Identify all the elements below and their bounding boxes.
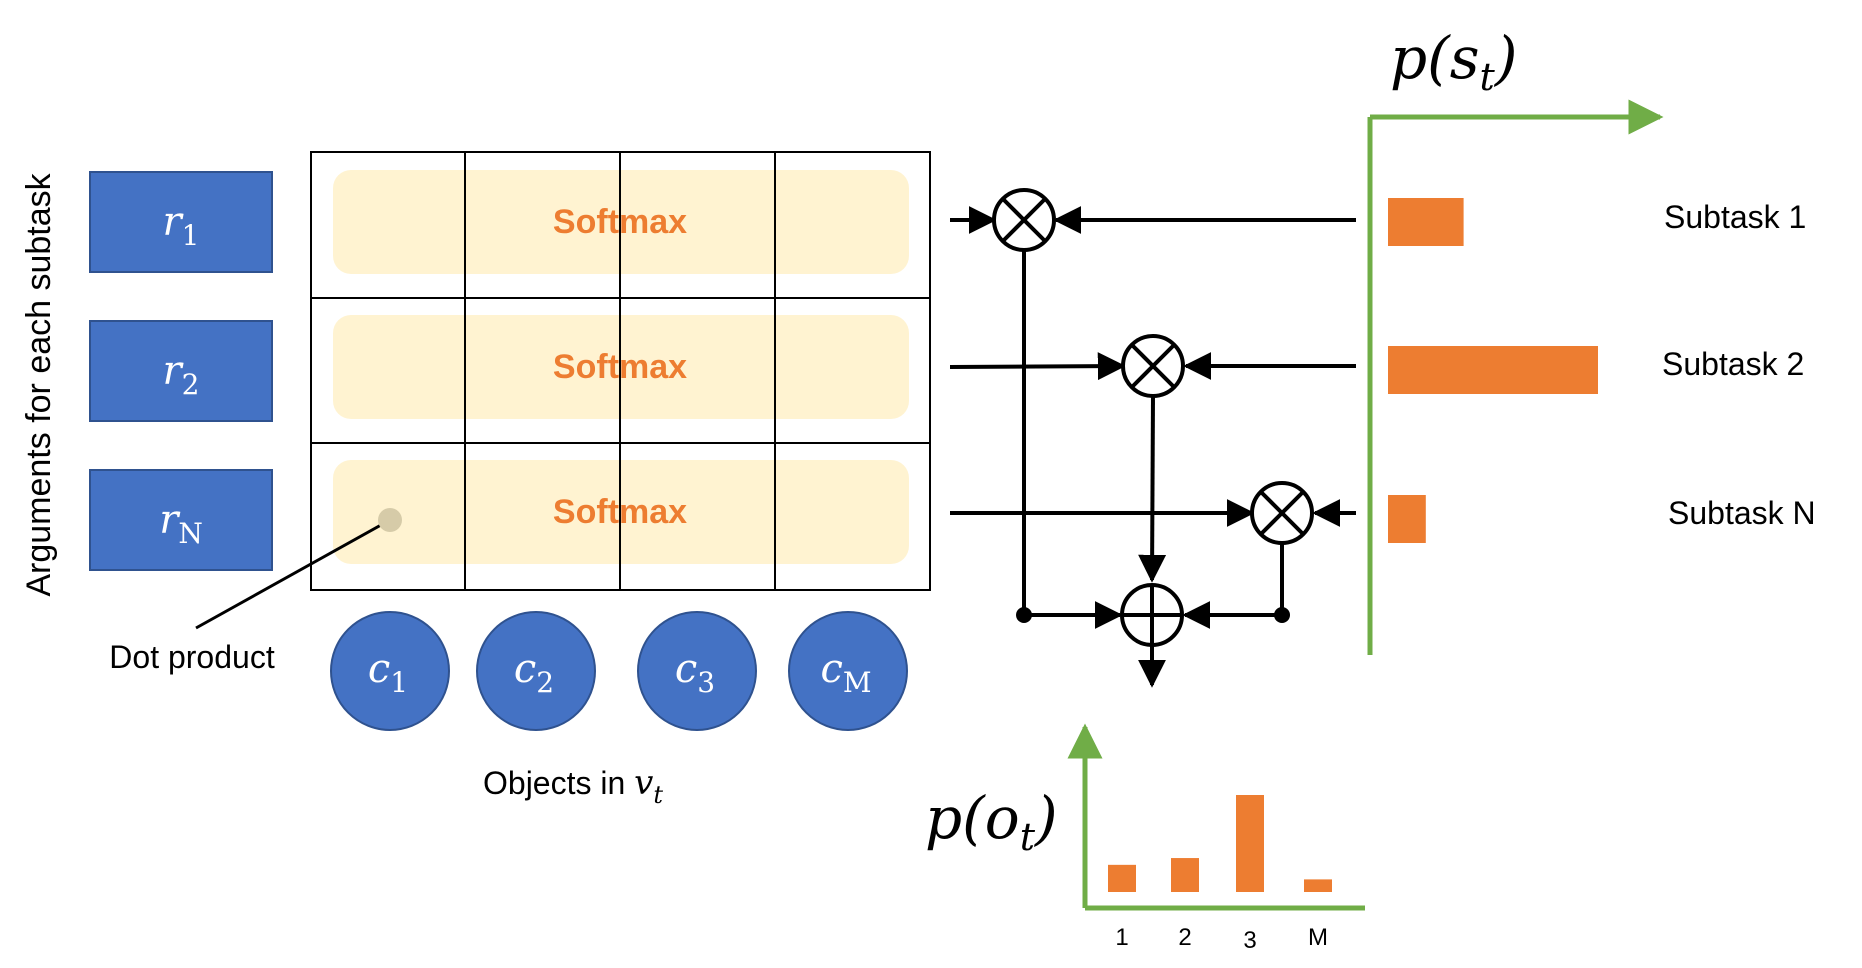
- ps-close: ): [1493, 24, 1518, 92]
- object-base: c: [514, 646, 536, 692]
- po-chart-axes: [1067, 723, 1365, 911]
- po-label: p(ot): [925, 784, 1058, 859]
- left-axis-label: Arguments for each subtask: [20, 172, 58, 596]
- po-sub: t: [1020, 815, 1036, 859]
- arg-base: r: [159, 497, 181, 543]
- object-base: c: [368, 646, 390, 692]
- svg-text:c1: c1: [368, 646, 408, 699]
- arg-box-1: r1: [89, 171, 273, 273]
- svg-text:rN: rN: [159, 497, 203, 550]
- objects-caption: Objects in vt: [483, 763, 663, 809]
- object-sub: 2: [536, 666, 554, 699]
- object-circle-m: cM: [788, 611, 908, 731]
- dot-product-pointer: [195, 518, 391, 630]
- softmax-label-2: Softmax: [553, 348, 687, 386]
- score-grid: [310, 151, 931, 591]
- object-sub: M: [843, 666, 872, 699]
- multiply-node-2: [1121, 334, 1185, 398]
- subtask-label-1: Subtask 1: [1664, 199, 1806, 235]
- multiply-node-n: [1250, 481, 1314, 545]
- ps-sub: t: [1480, 55, 1496, 99]
- svg-text:r1: r1: [163, 199, 200, 252]
- object-sub: 1: [390, 666, 408, 699]
- objects-caption-var: v: [634, 763, 653, 803]
- junction-dot-right: [1274, 607, 1290, 623]
- arg-sub: N: [178, 517, 203, 550]
- dot-product-label: Dot product: [109, 639, 275, 675]
- subtask-label-2: Subtask 2: [1662, 346, 1804, 382]
- dot-product-marker: [378, 508, 402, 532]
- po-tick-label-1: 1: [1115, 924, 1128, 951]
- object-circle-1: c1: [330, 611, 450, 731]
- arg-sub: 2: [182, 368, 200, 401]
- po-tick-label-3: 3: [1243, 927, 1256, 954]
- object-base: c: [675, 646, 697, 692]
- object-sub: 3: [697, 666, 715, 699]
- po-close: ): [1033, 784, 1058, 852]
- po-var: o: [985, 784, 1020, 852]
- arg-box-2: r2: [89, 320, 273, 422]
- svg-text:cM: cM: [820, 646, 871, 699]
- circuit: [949, 206, 1356, 688]
- ps-chart-axes: [1367, 99, 1664, 655]
- ps-bar-1: [1388, 198, 1464, 246]
- ps-bar-2: [1388, 346, 1598, 394]
- ps-bar-3: [1388, 495, 1426, 543]
- objects-caption-sub: t: [653, 781, 663, 809]
- objects-caption-text: Objects in: [483, 765, 634, 801]
- ps-label: p(st): [1390, 24, 1517, 99]
- po-bar-4: [1304, 879, 1332, 892]
- po-bar-3: [1236, 795, 1264, 892]
- svg-text:c2: c2: [514, 646, 554, 699]
- ps-var: s: [1450, 24, 1480, 92]
- po-bar-1: [1108, 864, 1136, 892]
- po-tick-label-2: 2: [1178, 924, 1191, 951]
- po-bar-2: [1171, 858, 1199, 892]
- arg-sub: 1: [182, 219, 200, 252]
- arg-base: r: [163, 348, 185, 394]
- po-chart-ticks: 1 2 3 M: [1115, 924, 1328, 954]
- arg-base: r: [163, 199, 185, 245]
- multiply-node-1: [992, 188, 1056, 252]
- arg-box-n: rN: [89, 469, 273, 571]
- svg-text:c3: c3: [675, 646, 715, 699]
- po-tick-label-4: M: [1308, 924, 1328, 951]
- ps-fn: p(: [1390, 24, 1451, 92]
- subtask-label-n: Subtask N: [1668, 495, 1816, 531]
- junction-dot-left: [1016, 607, 1032, 623]
- object-circle-2: c2: [476, 611, 596, 731]
- po-fn: p(: [925, 784, 986, 852]
- softmax-label-1: Softmax: [553, 203, 687, 241]
- ps-chart-bars: [1388, 198, 1598, 543]
- object-base: c: [820, 646, 842, 692]
- softmax-label-n: Softmax: [553, 493, 687, 531]
- svg-text:r2: r2: [163, 348, 200, 401]
- po-chart-bars: [1108, 795, 1332, 892]
- sum-node: [1120, 583, 1184, 647]
- object-circle-3: c3: [637, 611, 757, 731]
